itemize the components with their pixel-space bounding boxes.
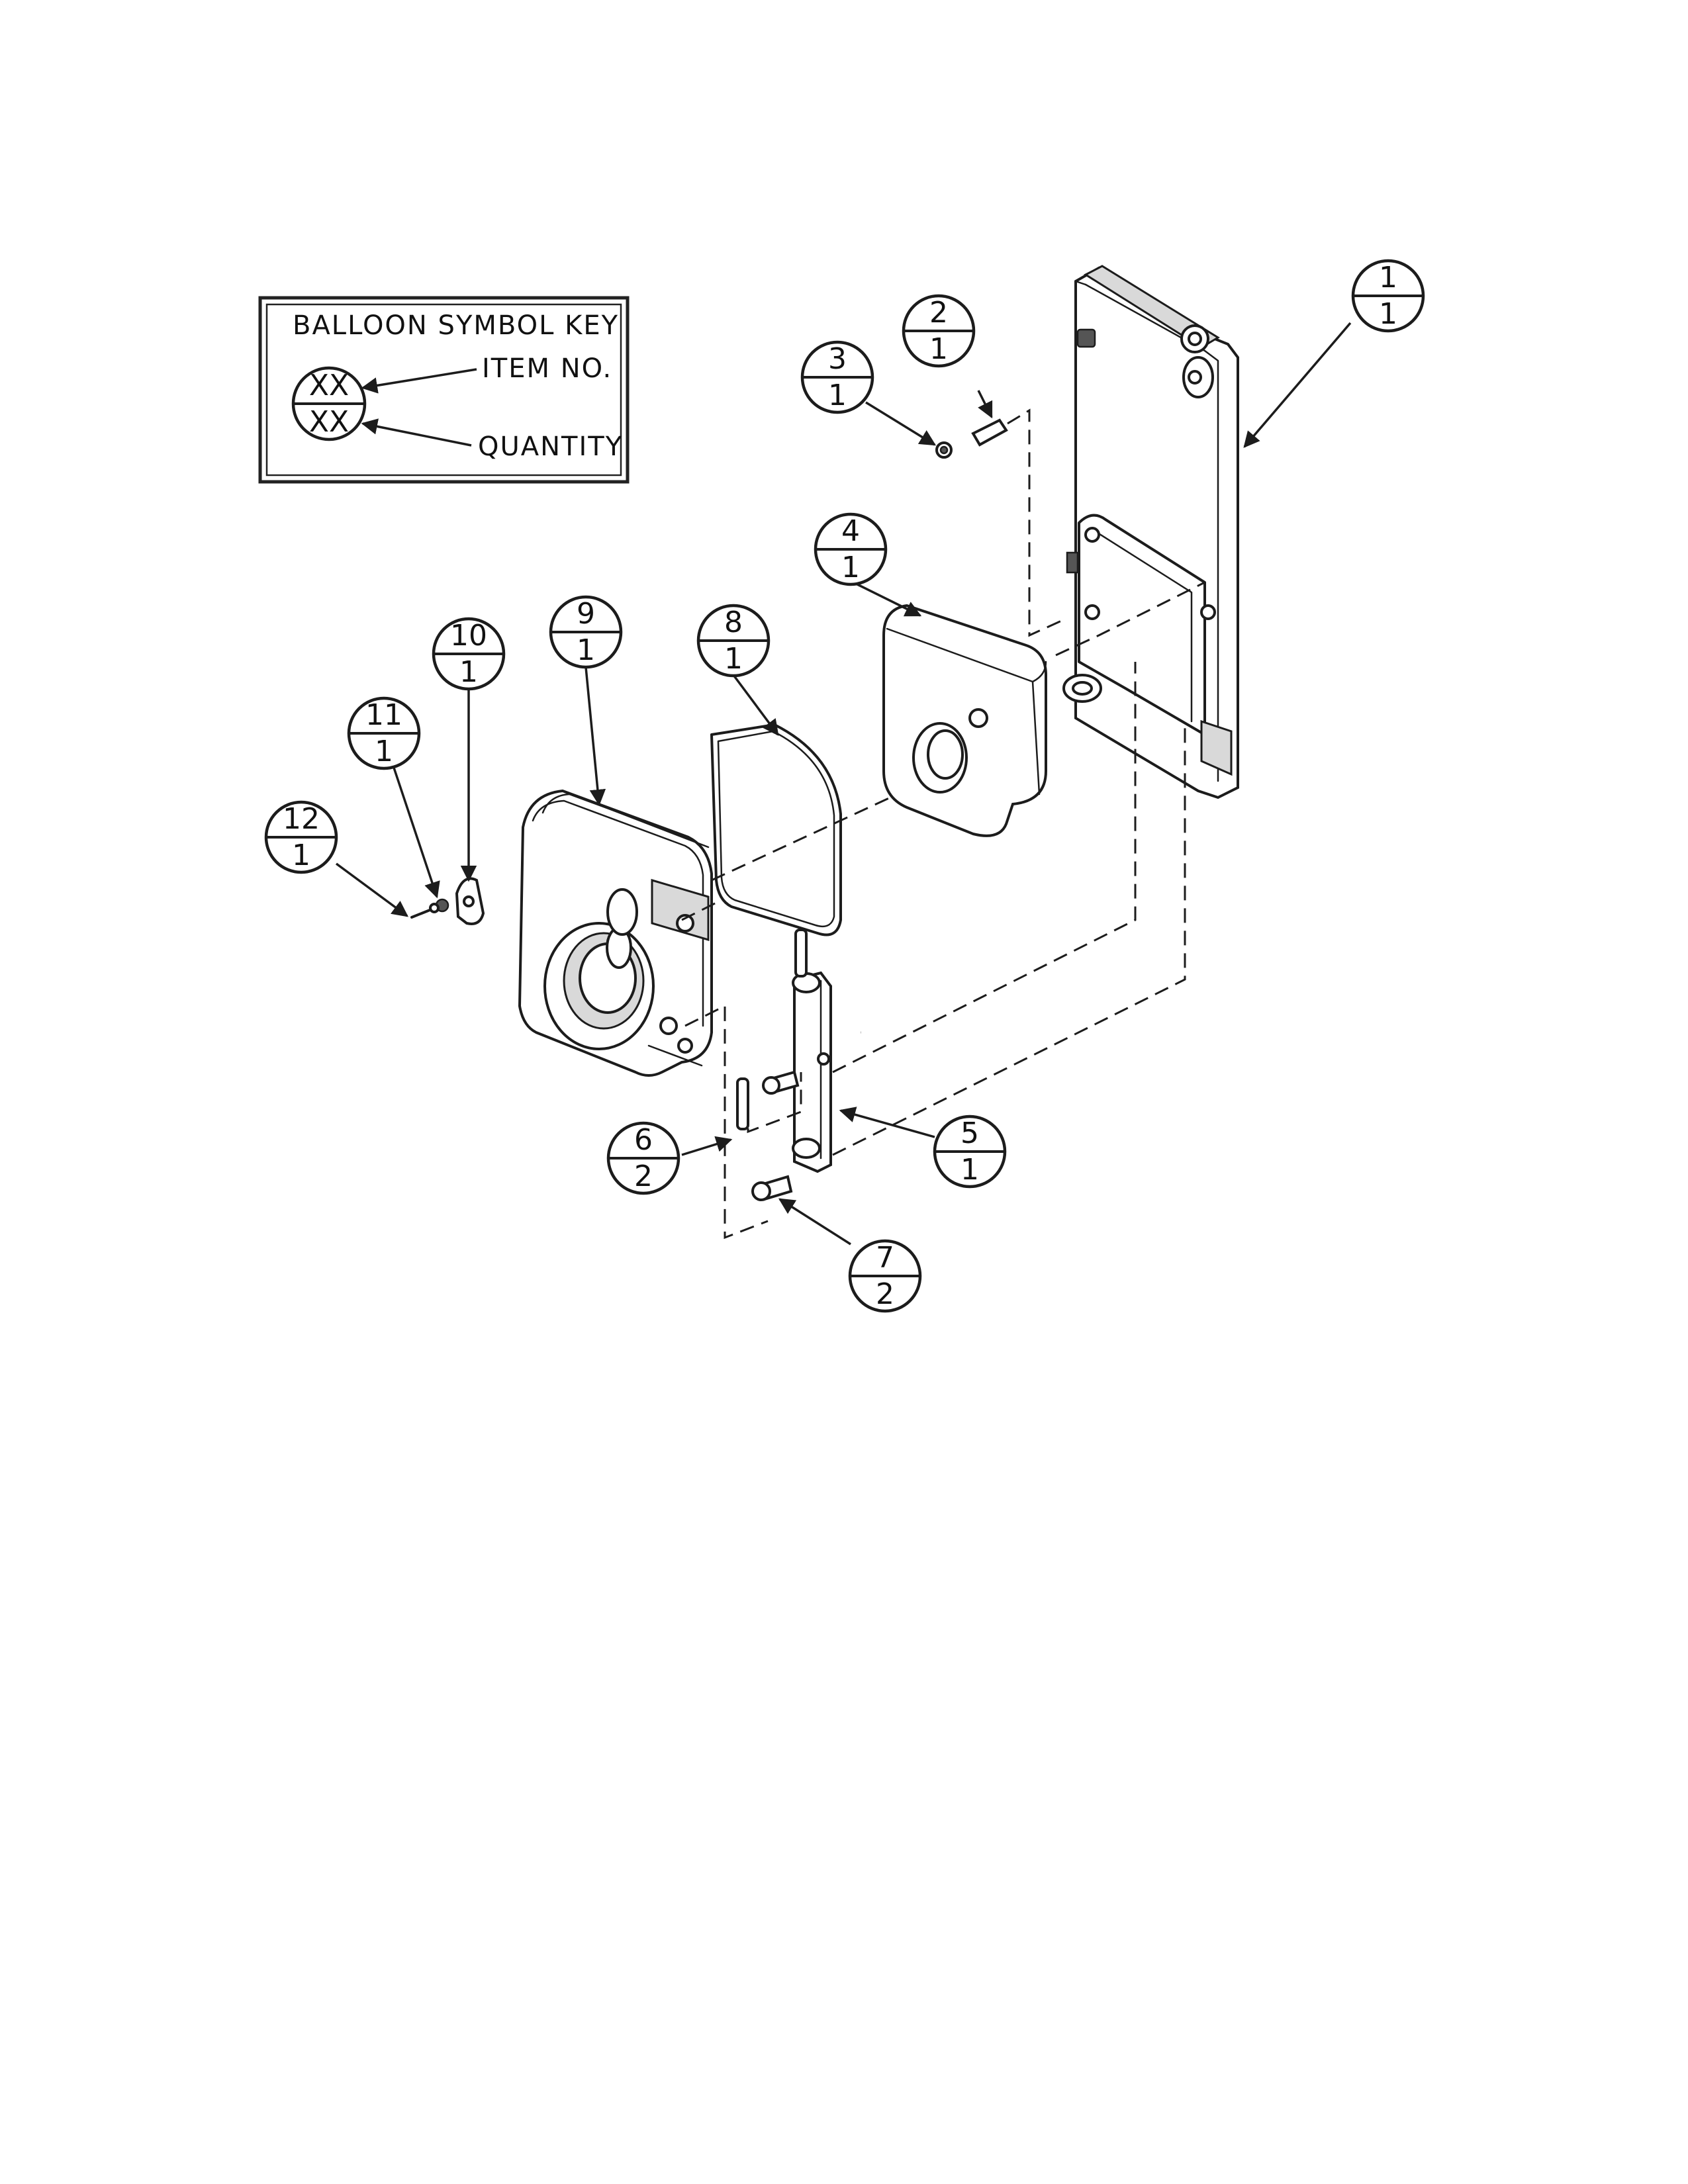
- svg-text:1: 1: [292, 839, 310, 872]
- svg-text:9: 9: [577, 597, 595, 631]
- svg-text:1: 1: [929, 332, 948, 366]
- key-sample-balloon: XX XX: [291, 366, 367, 441]
- svg-text:1: 1: [961, 1153, 979, 1187]
- svg-text:1: 1: [1379, 261, 1397, 295]
- svg-text:2: 2: [634, 1160, 653, 1193]
- part-8-gasket: [710, 723, 842, 936]
- key-title: BALLOON SYMBOL KEY: [293, 310, 619, 341]
- assembly-centerlines: [681, 408, 1205, 1240]
- part-10-clip: [455, 877, 485, 925]
- part-12-screw: [410, 903, 440, 919]
- part-1-back-plate: [1062, 265, 1239, 799]
- svg-text:6: 6: [634, 1123, 653, 1157]
- svg-text:2: 2: [929, 296, 948, 330]
- balloon-item-2: 2 1: [902, 294, 976, 368]
- part-2-pin: [971, 418, 1008, 447]
- svg-text:7: 7: [876, 1241, 894, 1275]
- balloon-item-7: 7 2: [848, 1239, 922, 1313]
- svg-text:12: 12: [283, 802, 320, 836]
- key-qty-leader: [361, 418, 472, 447]
- key-item-label: ITEM NO.: [482, 353, 612, 384]
- part-7-screws: [751, 1070, 800, 1201]
- balloon-item-1: 1 1: [1351, 259, 1425, 333]
- balloon-item-10: 10 1: [432, 617, 506, 691]
- key-sample-qty: XX: [309, 405, 349, 439]
- balloon-item-4: 4 1: [814, 512, 888, 586]
- balloon-item-6: 6 2: [606, 1121, 680, 1195]
- svg-text:1: 1: [577, 633, 595, 667]
- svg-text:1: 1: [375, 735, 393, 768]
- svg-text:3: 3: [828, 342, 847, 376]
- balloon-item-8: 8 1: [696, 604, 771, 678]
- key-item-leader: [361, 368, 477, 394]
- svg-text:11: 11: [365, 698, 402, 732]
- part-5-bracket: [792, 971, 832, 1173]
- svg-text:2: 2: [876, 1277, 894, 1311]
- svg-text:1: 1: [828, 379, 847, 412]
- svg-text:10: 10: [450, 619, 487, 653]
- svg-text:1: 1: [841, 551, 860, 584]
- svg-text:4: 4: [841, 514, 860, 548]
- part-9-cover: [518, 789, 713, 1077]
- balloon-item-12: 12 1: [264, 800, 338, 874]
- balloon-item-9: 9 1: [549, 595, 623, 669]
- key-sample-item: XX: [309, 369, 349, 402]
- svg-text:1: 1: [724, 642, 743, 676]
- balloon-item-11: 11 1: [347, 696, 421, 770]
- balloon-symbol-key: BALLOON SYMBOL KEY XX XX ITEM NO. QUANTI…: [258, 296, 630, 484]
- balloon-item-3: 3 1: [800, 340, 874, 414]
- part-6-pins: [736, 929, 808, 1130]
- part-3-nut: [935, 441, 953, 459]
- svg-text:8: 8: [724, 606, 743, 639]
- key-qty-label: QUANTITY: [478, 432, 623, 462]
- svg-text:1: 1: [459, 655, 478, 689]
- part-4-filter-element: [882, 604, 1047, 837]
- svg-text:1: 1: [1379, 297, 1397, 331]
- balloon-item-5: 5 1: [933, 1115, 1007, 1189]
- leader-arrows: [335, 322, 1352, 1246]
- svg-text:5: 5: [961, 1116, 979, 1150]
